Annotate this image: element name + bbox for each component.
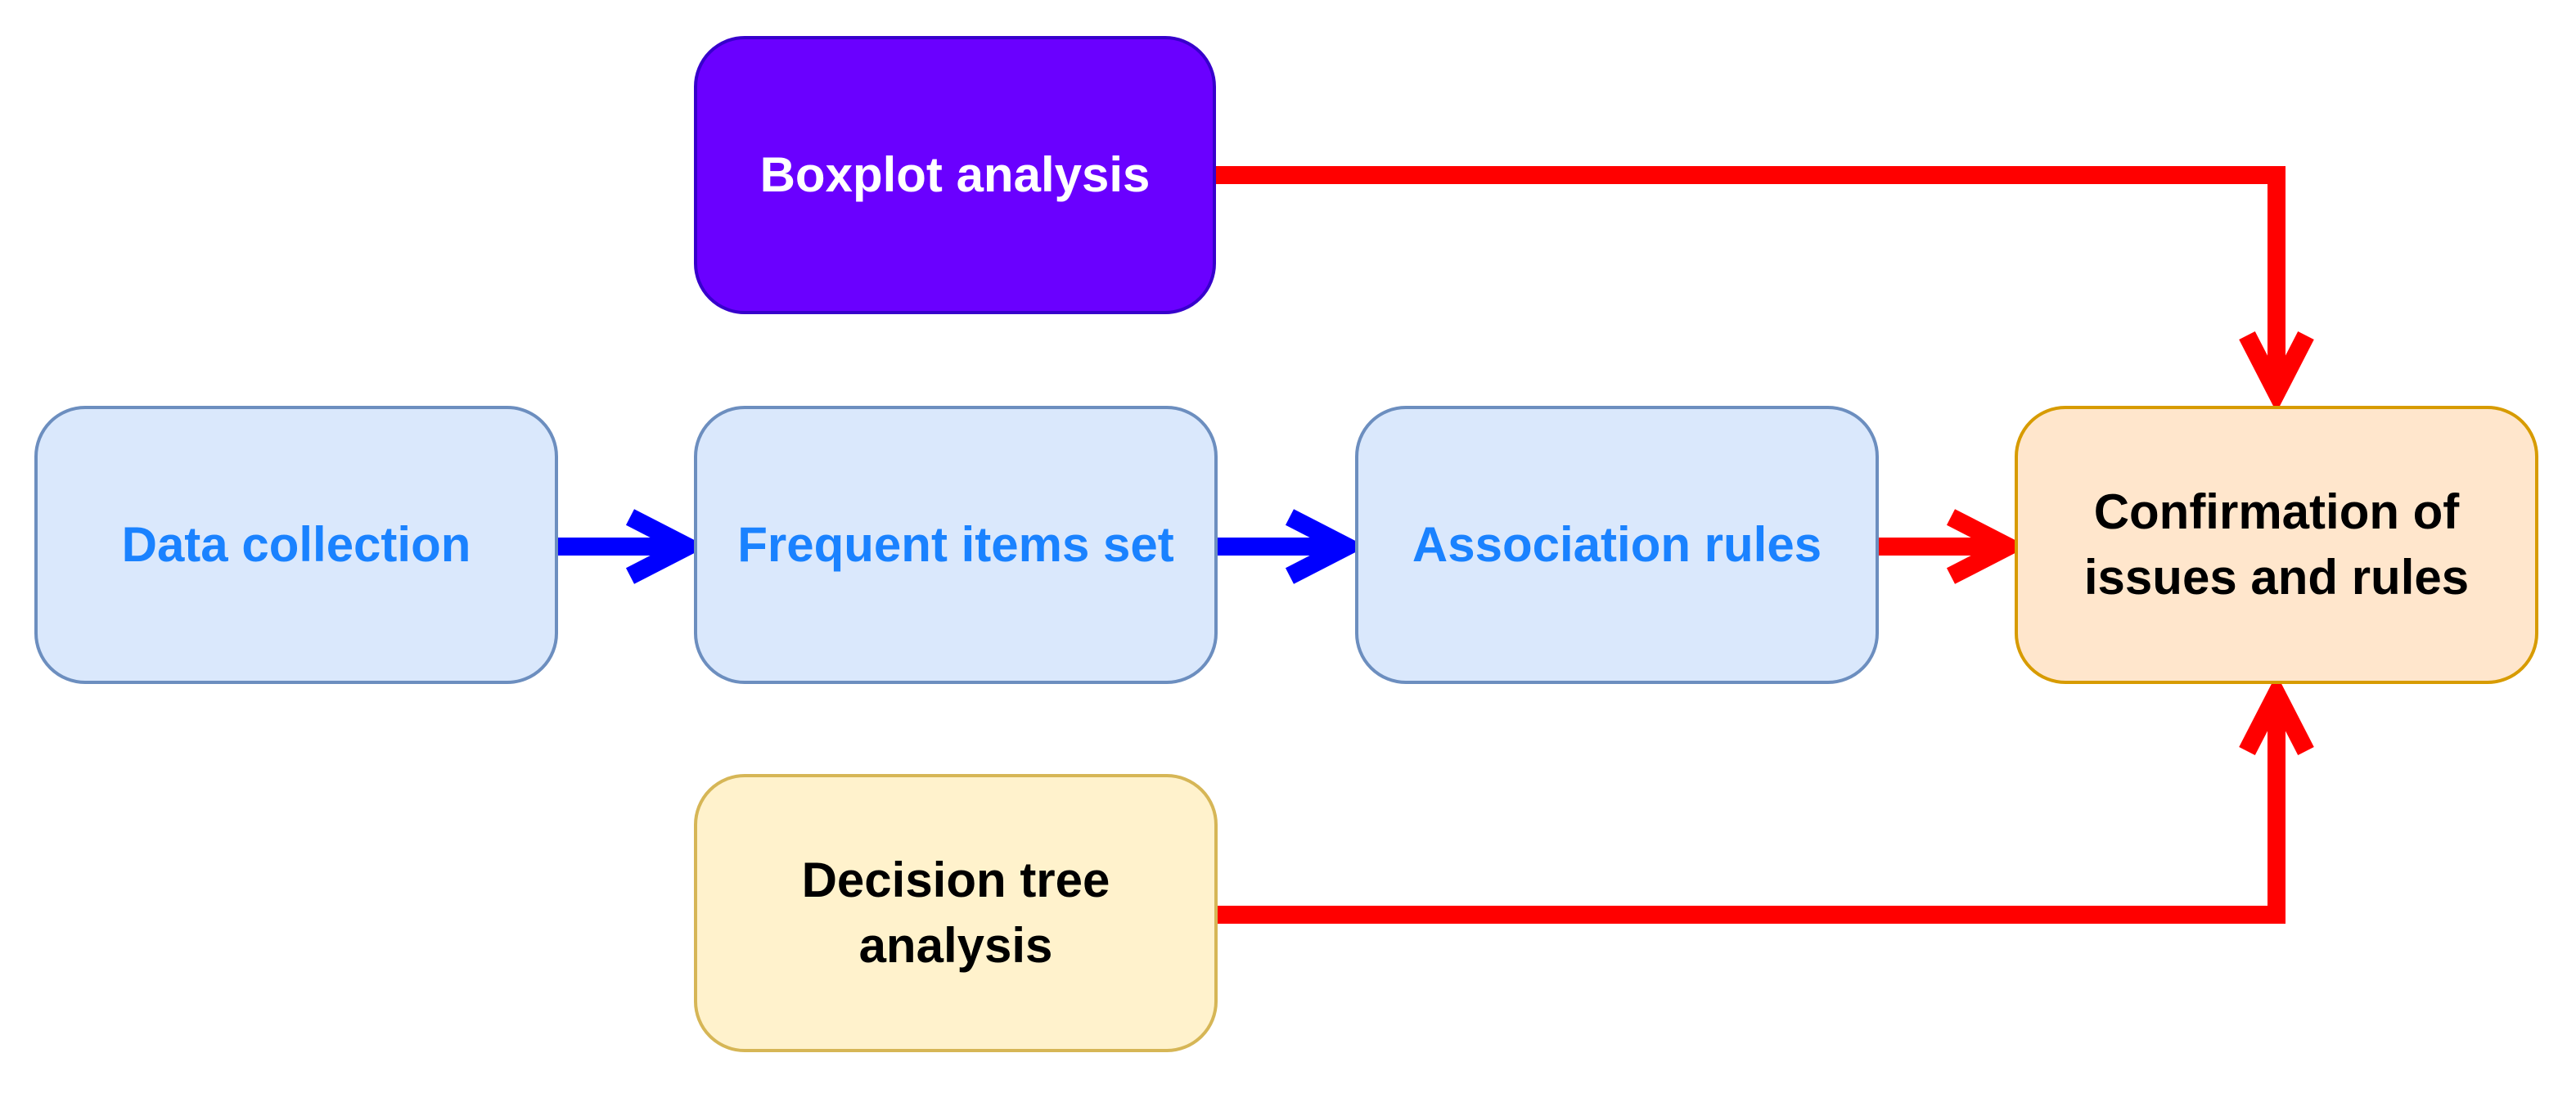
arrow-frequent-to-association: [1218, 509, 1367, 584]
arrow-data-to-frequent: [558, 509, 708, 584]
frequent-items-set-label: Frequent items set: [737, 517, 1174, 573]
boxplot-analysis-label: Boxplot analysis: [759, 147, 1151, 203]
frequent-items-set-node: Frequent items set: [694, 406, 1218, 684]
confirmation-node: Confirmation of issues and rules: [2015, 406, 2538, 684]
boxplot-analysis-node: Boxplot analysis: [694, 36, 1216, 314]
data-collection-label: Data collection: [121, 517, 471, 573]
decision-tree-node: Decision tree analysis: [694, 774, 1218, 1052]
arrow-decision-to-confirmation: [1216, 673, 2314, 924]
association-rules-label: Association rules: [1412, 517, 1822, 573]
arrow-association-to-confirmation: [1879, 509, 2029, 584]
association-rules-node: Association rules: [1355, 406, 1879, 684]
confirmation-label: Confirmation of issues and rules: [2083, 484, 2470, 605]
data-collection-node: Data collection: [34, 406, 558, 684]
arrow-boxplot-to-confirmation: [1216, 166, 2314, 413]
decision-tree-label: Decision tree analysis: [801, 853, 1110, 973]
